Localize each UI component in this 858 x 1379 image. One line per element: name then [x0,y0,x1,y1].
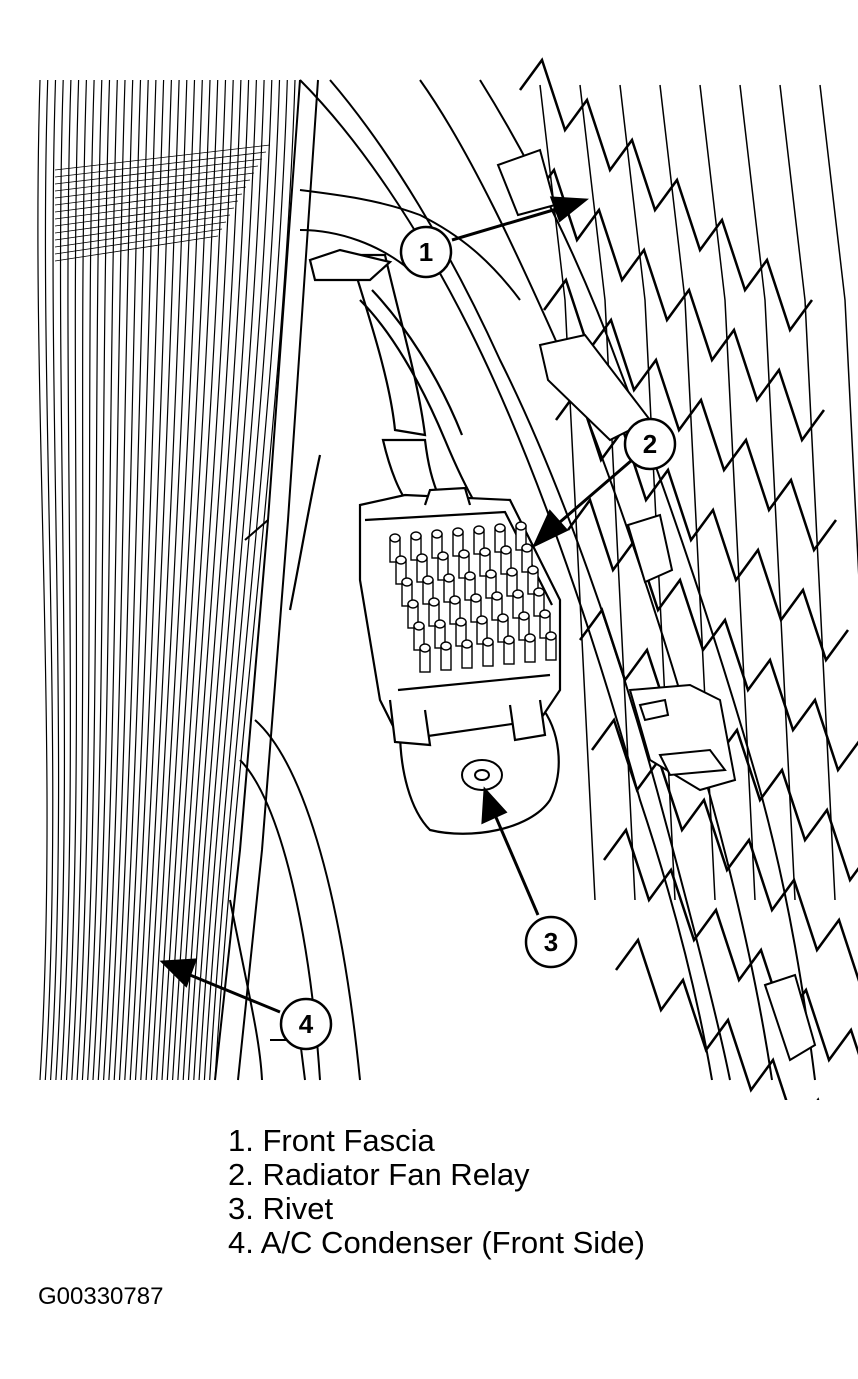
bracket-drawings [496,148,817,1062]
legend-item-label: A/C Condenser (Front Side) [260,1225,645,1260]
legend-item: 2. Radiator Fan Relay [228,1158,645,1192]
callout-3: 3 [524,915,578,969]
legend-item-number: 2. [228,1157,254,1192]
callout-4: 4 [279,997,333,1051]
callout-1: 1 [399,225,453,279]
callout-2: 2 [623,417,677,471]
figure-id: G00330787 [38,1283,164,1310]
callout-1-number: 1 [419,237,433,267]
ac-condenser-drawing [37,79,296,1081]
callout-2-number: 2 [643,429,657,459]
legend-item-label: Radiator Fan Relay [262,1157,530,1192]
legend-item-number: 4. [228,1225,254,1260]
legend-item-number: 1. [228,1123,254,1158]
legend-item: 4. A/C Condenser (Front Side) [228,1226,645,1260]
parts-legend: 1. Front Fascia 2. Radiator Fan Relay 3.… [228,1124,645,1260]
legend-item-number: 3. [228,1191,254,1226]
legend-item: 3. Rivet [228,1192,645,1226]
callout-3-number: 3 [544,927,558,957]
legend-item-label: Rivet [262,1191,334,1226]
legend-item: 1. Front Fascia [228,1124,645,1158]
callout-4-number: 4 [299,1009,314,1039]
rivet-drawing [461,759,503,791]
wiring-harness-drawing [288,248,501,611]
condenser-frame [214,79,319,1081]
relay-pins-drawing [389,521,557,673]
grille-mesh-drawing [518,57,858,1100]
component-location-illustration: 1 2 3 4 [37,57,858,1100]
leader-arrows [159,196,633,1014]
legend-item-label: Front Fascia [262,1123,435,1158]
